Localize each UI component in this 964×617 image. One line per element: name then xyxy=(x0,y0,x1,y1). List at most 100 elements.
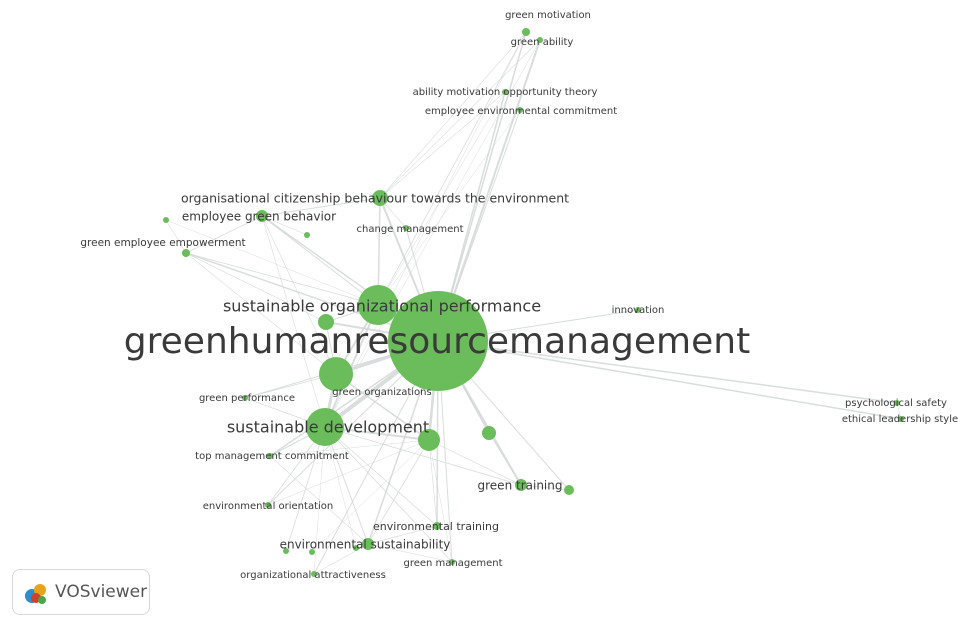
label-eec[interactable]: employee environmental commitment xyxy=(425,106,617,117)
label-oa[interactable]: organizational attractiveness xyxy=(240,570,386,581)
edge-gmot-sd xyxy=(324,31,527,428)
label-cm[interactable]: change management xyxy=(357,224,464,235)
edge-gee-sop xyxy=(185,252,379,306)
edge-gab-sd xyxy=(324,39,541,428)
label-es[interactable]: environmental sustainability xyxy=(280,538,451,552)
vosviewer-logo: VOSviewer xyxy=(12,569,150,615)
node-unlabeled[interactable] xyxy=(353,545,359,551)
label-eo[interactable]: environmental orientation xyxy=(203,501,333,512)
edge-egb-gee xyxy=(185,215,263,254)
labels-layer: greenhumanresourcemanagement sustainable … xyxy=(80,10,958,581)
node-eec[interactable] xyxy=(517,107,523,113)
edge-eo-x2 xyxy=(267,439,430,506)
label-amo[interactable]: ability motivation opportunity theory xyxy=(413,87,598,98)
edge-gm-x2 xyxy=(428,439,453,563)
edge-ghrm-gab xyxy=(437,39,541,342)
node-gp[interactable] xyxy=(242,395,248,401)
edge-et-x2 xyxy=(428,439,438,527)
edge-gt-x3 xyxy=(488,432,522,486)
node-gee[interactable] xyxy=(182,249,190,257)
node-unlabeled[interactable] xyxy=(564,485,574,495)
edge-x9-x2 xyxy=(311,439,430,553)
node-unlabeled[interactable] xyxy=(304,232,310,238)
edge-gee-x1 xyxy=(185,252,327,323)
label-gee[interactable]: green employee empowerment xyxy=(80,237,245,249)
node-unlabeled[interactable] xyxy=(163,217,169,223)
label-ps[interactable]: psychological safety xyxy=(845,398,947,409)
nodes-layer xyxy=(163,28,904,577)
node-ocbe[interactable] xyxy=(372,190,388,206)
edge-sop-sd xyxy=(324,304,379,428)
node-ps[interactable] xyxy=(894,400,900,406)
edge-sd-es xyxy=(324,426,369,545)
label-tmc[interactable]: top management commitment xyxy=(195,451,349,462)
node-unlabeled[interactable] xyxy=(309,549,315,555)
label-ghrm[interactable]: greenhumanresourcemanagement xyxy=(124,321,750,362)
edge-sd-gt xyxy=(324,426,522,486)
label-innov[interactable]: innovation xyxy=(612,305,665,316)
label-et[interactable]: environmental training xyxy=(373,520,499,533)
edge-egb-x6 xyxy=(261,215,308,236)
node-unlabeled[interactable] xyxy=(418,429,440,451)
edge-sop-gmot xyxy=(377,31,527,306)
edge-eec-sop xyxy=(377,109,521,306)
edge-ghrm-ps xyxy=(437,340,898,404)
node-unlabeled[interactable] xyxy=(318,314,334,330)
label-sd[interactable]: sustainable development xyxy=(227,418,429,437)
vosviewer-logo-icon xyxy=(25,584,46,604)
node-cm[interactable] xyxy=(403,225,409,231)
node-eo[interactable] xyxy=(265,502,271,508)
node-unlabeled[interactable] xyxy=(283,548,289,554)
edge-gt-x4 xyxy=(520,484,570,491)
node-innov[interactable] xyxy=(635,307,641,313)
edge-ocbe-gab xyxy=(379,39,541,199)
label-gt[interactable]: green training xyxy=(478,479,563,493)
edge-x8-sd xyxy=(324,426,357,549)
node-sd[interactable] xyxy=(306,408,344,446)
label-egb[interactable]: employee green behavior xyxy=(182,210,336,224)
node-gt[interactable] xyxy=(515,479,527,491)
label-gp[interactable]: green performance xyxy=(199,393,295,404)
node-egb[interactable] xyxy=(256,210,268,222)
edge-es-tmc xyxy=(269,455,369,545)
node-unlabeled[interactable] xyxy=(482,426,496,440)
label-els[interactable]: ethical leadership style xyxy=(842,414,958,425)
node-sop[interactable] xyxy=(358,285,398,325)
node-gab[interactable] xyxy=(537,37,543,43)
label-sop[interactable]: sustainable organizational performance xyxy=(223,297,541,316)
node-oa[interactable] xyxy=(311,571,317,577)
node-es[interactable] xyxy=(362,538,374,550)
node-els[interactable] xyxy=(898,416,904,422)
label-gorg[interactable]: green organizations xyxy=(332,387,431,398)
edge-x5-sop xyxy=(165,219,379,306)
edge-sop-egb xyxy=(261,215,379,306)
node-gm[interactable] xyxy=(449,559,455,565)
edge-gorg-x2 xyxy=(335,373,430,441)
label-gmot[interactable]: green motivation xyxy=(505,10,591,21)
label-gm[interactable]: green management xyxy=(403,558,502,569)
edge-egb-gorg xyxy=(261,215,337,375)
edge-gee-gorg xyxy=(185,252,337,375)
edge-oa-sd xyxy=(313,426,326,575)
edge-ocbe-amo xyxy=(379,91,506,199)
label-gab[interactable]: green ability xyxy=(511,37,574,48)
label-ocbe[interactable]: organisational citizenship behaviour tow… xyxy=(181,191,569,206)
node-et[interactable] xyxy=(433,522,441,530)
edge-ocbe-gmot xyxy=(379,31,527,199)
node-gmot[interactable] xyxy=(522,28,530,36)
node-ghrm[interactable] xyxy=(388,291,488,391)
edge-sd-et xyxy=(324,426,438,527)
node-tmc[interactable] xyxy=(267,453,273,459)
node-amo[interactable] xyxy=(502,89,508,95)
edge-sd-x7 xyxy=(285,426,326,552)
edge-es-gm xyxy=(367,543,453,563)
edge-es-et xyxy=(367,525,438,545)
node-gorg[interactable] xyxy=(319,357,353,391)
edge-tmc-x2 xyxy=(269,439,430,457)
vosviewer-logo-text: VOSviewer xyxy=(55,582,148,602)
edge-es-x2 xyxy=(367,439,430,545)
edge-ghrm-gmot xyxy=(437,31,527,342)
edge-sd-gm xyxy=(324,426,453,563)
edge-egb-sd xyxy=(261,215,326,428)
